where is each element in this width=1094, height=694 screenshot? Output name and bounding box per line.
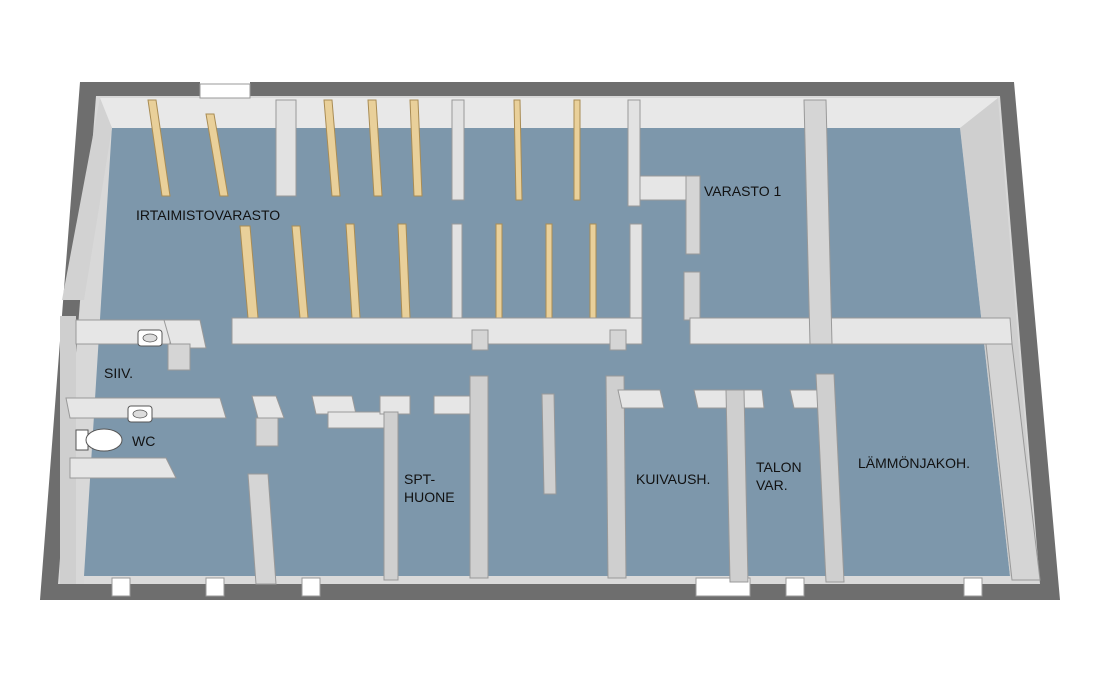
room-label-spt-line-2: HUONE bbox=[404, 489, 455, 505]
floor bbox=[84, 126, 1010, 576]
room-label-irtaimistovarasto: IRTAIMISTOVARASTO bbox=[136, 207, 280, 223]
sink-icon bbox=[127, 405, 153, 423]
storage-partitions-top bbox=[147, 99, 641, 207]
room-label-talon-line-2: VAR. bbox=[756, 477, 788, 493]
sink-icon bbox=[137, 329, 163, 347]
toilet-icon bbox=[75, 428, 123, 452]
room-label-lammonjakoh: LÄMMÖNJAKOH. bbox=[858, 454, 970, 471]
room-label-kuivaush: KUIVAUSH. bbox=[636, 471, 710, 487]
varasto-walls bbox=[639, 99, 1013, 345]
room-label-talon-line-1: TALON bbox=[756, 459, 802, 475]
room-label-varasto-1: VARASTO 1 bbox=[704, 183, 782, 199]
storage-partitions-bottom bbox=[239, 223, 643, 323]
interior-walls-lower bbox=[247, 343, 1041, 585]
room-label-siiv: SIIV. bbox=[104, 365, 133, 381]
wc-block bbox=[60, 316, 227, 584]
room-label-wc: WC bbox=[132, 433, 155, 449]
room-label-spt-line-1: SPT- bbox=[404, 471, 435, 487]
corridor-wall bbox=[231, 317, 643, 351]
